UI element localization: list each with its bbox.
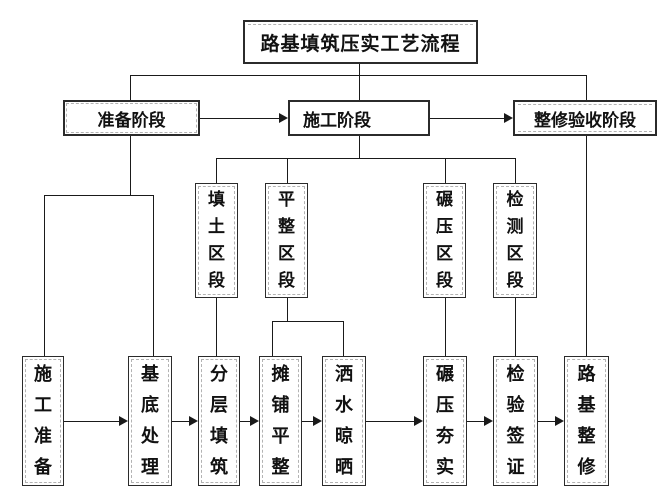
- section-box-leveling: 平整区段: [265, 183, 308, 298]
- connector-drop-fill-soil: [216, 158, 217, 183]
- arrowhead-right-icon: [313, 416, 322, 426]
- phase-box-repair-acceptance: 整修验收阶段: [513, 100, 657, 136]
- process-label-inspection-signoff: 检验签证: [506, 364, 525, 478]
- connector-drop-watering-drying: [343, 321, 344, 356]
- connector-drop-rolling: [445, 158, 446, 183]
- process-label-roadbed-repair: 路基整修: [577, 364, 596, 478]
- arrowhead-right-icon: [504, 113, 513, 123]
- arrow-shaft: [366, 420, 415, 422]
- arrow-shaft: [430, 117, 505, 119]
- arrow-construction-to-repair-acceptance: [430, 113, 513, 123]
- arrow-shaft: [200, 117, 280, 119]
- process-box-rolling-compaction: 碾压夯实: [423, 356, 467, 486]
- section-label-fill-soil: 填土区段: [207, 189, 225, 291]
- arrowhead-right-icon: [119, 416, 128, 426]
- phase-label-preparation: 准备阶段: [97, 110, 166, 131]
- process-label-construction-prep: 施工准备: [34, 364, 52, 478]
- arrow-paving-leveling-to-watering-drying: [302, 416, 322, 426]
- connector-drop-repair-acceptance: [586, 75, 587, 100]
- phase-box-construction: 施工阶段: [288, 100, 430, 136]
- arrowhead-right-icon: [279, 113, 288, 123]
- arrow-watering-drying-to-rolling-compaction: [366, 416, 423, 426]
- connector-title-to-construction: [359, 62, 360, 102]
- process-box-inspection-signoff: 检验签证: [493, 356, 538, 486]
- arrow-layered-filling-to-paving-leveling: [240, 416, 259, 426]
- process-label-layered-filling: 分层填筑: [210, 364, 228, 478]
- arrow-shaft: [240, 420, 251, 422]
- arrow-inspection-signoff-to-roadbed-repair: [538, 416, 564, 426]
- connector-drop-testing: [515, 158, 516, 183]
- arrow-preparation-to-construction: [200, 113, 288, 123]
- connector-fill-soil-to-layered-filling: [216, 298, 217, 356]
- phase-label-construction: 施工阶段: [303, 110, 371, 131]
- process-box-roadbed-repair: 路基整修: [564, 356, 609, 486]
- arrow-rolling-compaction-to-inspection-signoff: [467, 416, 493, 426]
- process-box-layered-filling: 分层填筑: [198, 356, 240, 486]
- arrow-shaft: [302, 420, 314, 422]
- section-label-leveling: 平整区段: [277, 189, 295, 291]
- section-label-rolling: 碾压区段: [435, 189, 453, 291]
- connector-leveling-down: [287, 298, 288, 321]
- arrowhead-right-icon: [555, 416, 564, 426]
- arrowhead-right-icon: [484, 416, 493, 426]
- process-label-watering-drying: 洒水晾晒: [335, 364, 353, 478]
- connector-leveling-split-horizontal: [272, 321, 344, 322]
- connector-rolling-to-rolling-compaction: [445, 298, 446, 356]
- connector-sections-horizontal: [216, 158, 516, 159]
- process-box-watering-drying: 洒水晾晒: [322, 356, 366, 486]
- connector-testing-to-inspection-signoff: [515, 298, 516, 356]
- process-label-paving-leveling: 摊铺平整: [271, 364, 290, 478]
- arrowhead-right-icon: [250, 416, 259, 426]
- connector-preparation-branch-horizontal: [44, 195, 154, 196]
- section-box-fill-soil: 填土区段: [195, 183, 238, 298]
- section-label-testing: 检测区段: [506, 189, 524, 291]
- arrow-shaft: [172, 420, 190, 422]
- connector-drop-construction-prep: [44, 195, 45, 356]
- section-box-testing: 检测区段: [493, 183, 537, 298]
- arrow-shaft: [467, 420, 485, 422]
- flowchart-title-box: 路基填筑压实工艺流程: [243, 20, 478, 64]
- arrowhead-right-icon: [189, 416, 198, 426]
- process-label-rolling-compaction: 碾压夯实: [436, 364, 454, 478]
- section-box-rolling: 碾压区段: [423, 183, 466, 298]
- connector-drop-base-treatment: [153, 195, 154, 356]
- process-label-base-treatment: 基底处理: [141, 364, 159, 478]
- arrow-construction-prep-to-base-treatment: [64, 416, 128, 426]
- process-box-base-treatment: 基底处理: [128, 356, 172, 486]
- phase-label-repair-acceptance: 整修验收阶段: [534, 110, 636, 131]
- arrowhead-right-icon: [414, 416, 423, 426]
- arrow-base-treatment-to-layered-filling: [172, 416, 198, 426]
- phase-box-preparation: 准备阶段: [63, 100, 200, 136]
- connector-drop-paving-leveling: [272, 321, 273, 356]
- connector-drop-leveling: [287, 158, 288, 183]
- connector-top-horizontal: [130, 75, 587, 76]
- connector-repair-acceptance-to-roadbed-repair: [586, 136, 587, 356]
- connector-drop-preparation: [130, 75, 131, 100]
- flowchart-title: 路基填筑压实工艺流程: [260, 32, 461, 55]
- process-box-construction-prep: 施工准备: [22, 356, 64, 486]
- process-box-paving-leveling: 摊铺平整: [259, 356, 302, 486]
- connector-preparation-down: [130, 136, 131, 195]
- arrow-shaft: [538, 420, 556, 422]
- arrow-shaft: [64, 420, 120, 422]
- connector-construction-down: [359, 136, 360, 158]
